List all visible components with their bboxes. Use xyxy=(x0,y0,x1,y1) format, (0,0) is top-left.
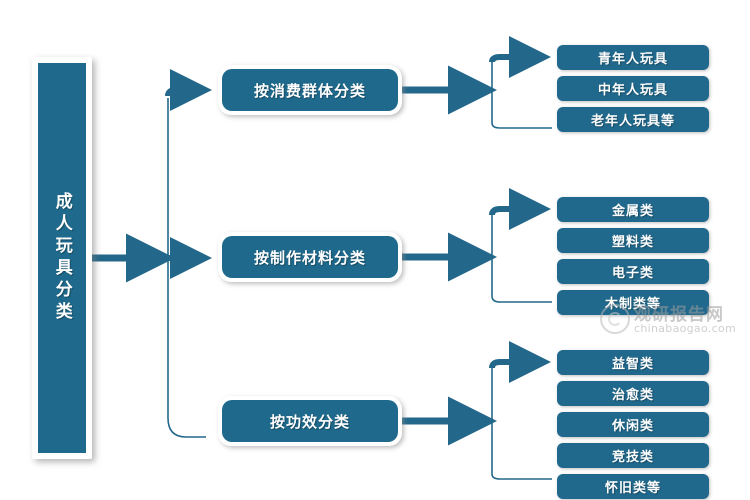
leaf-node-2-1-label: 金属类 xyxy=(611,203,654,218)
category-node-1-label: 按消费群体分类 xyxy=(253,83,366,100)
leaf-node-2-3-label: 电子类 xyxy=(611,265,654,280)
leaf-node-3-1[interactable]: 益智类 xyxy=(557,350,709,375)
leaf-node-2-3[interactable]: 电子类 xyxy=(557,259,709,284)
leaf-node-2-2-label: 塑料类 xyxy=(611,234,654,249)
leaf-node-1-3-label: 老年人玩具等 xyxy=(590,113,675,128)
leaf-node-2-1[interactable]: 金属类 xyxy=(557,197,709,222)
root-node-label: 成人玩具分类 xyxy=(52,192,72,324)
root-node-fill: 成人玩具分类 xyxy=(38,63,86,453)
leaf-node-3-5-label: 怀旧类等 xyxy=(604,480,661,495)
leaf-node-1-2-label: 中年人玩具 xyxy=(597,82,668,97)
category-node-2[interactable]: 按制作材料分类 xyxy=(218,232,402,282)
leaf-node-2-2[interactable]: 塑料类 xyxy=(557,228,709,253)
category-node-1[interactable]: 按消费群体分类 xyxy=(218,65,402,115)
leaf-node-1-1[interactable]: 青年人玩具 xyxy=(557,45,709,70)
watermark-brand-cn: 观研报告网 xyxy=(634,305,724,325)
leaf-node-3-4-label: 竞技类 xyxy=(611,449,654,464)
leaf-node-3-4[interactable]: 竞技类 xyxy=(557,443,709,468)
leaf-node-3-3[interactable]: 休闲类 xyxy=(557,412,709,437)
leaf-node-3-5[interactable]: 怀旧类等 xyxy=(557,474,709,499)
category-node-2-fill: 按制作材料分类 xyxy=(222,236,398,278)
watermark: 观研报告网 chinabaogao.com xyxy=(600,300,750,342)
watermark-brand-url: chinabaogao.com xyxy=(634,322,736,335)
connector-branch-1 xyxy=(402,36,552,129)
connector-root-trunk xyxy=(92,69,212,438)
category-node-1-fill: 按消费群体分类 xyxy=(222,69,398,111)
category-node-3-fill: 按功效分类 xyxy=(222,400,398,442)
spiral-circle-logo-icon xyxy=(600,304,630,334)
root-node[interactable]: 成人玩具分类 xyxy=(32,57,92,459)
leaf-node-1-2[interactable]: 中年人玩具 xyxy=(557,76,709,101)
leaf-node-3-2-label: 治愈类 xyxy=(611,387,654,402)
leaf-node-3-3-label: 休闲类 xyxy=(611,418,654,433)
category-node-3[interactable]: 按功效分类 xyxy=(218,396,402,446)
leaf-node-3-2[interactable]: 治愈类 xyxy=(557,381,709,406)
leaf-node-1-1-label: 青年人玩具 xyxy=(597,51,668,66)
leaf-node-3-1-label: 益智类 xyxy=(611,356,654,371)
connector-branch-3 xyxy=(402,341,552,480)
leaf-node-1-3[interactable]: 老年人玩具等 xyxy=(557,107,709,132)
connector-branch-2 xyxy=(402,188,552,303)
category-node-3-label: 按功效分类 xyxy=(269,414,350,431)
category-node-2-label: 按制作材料分类 xyxy=(253,250,366,267)
